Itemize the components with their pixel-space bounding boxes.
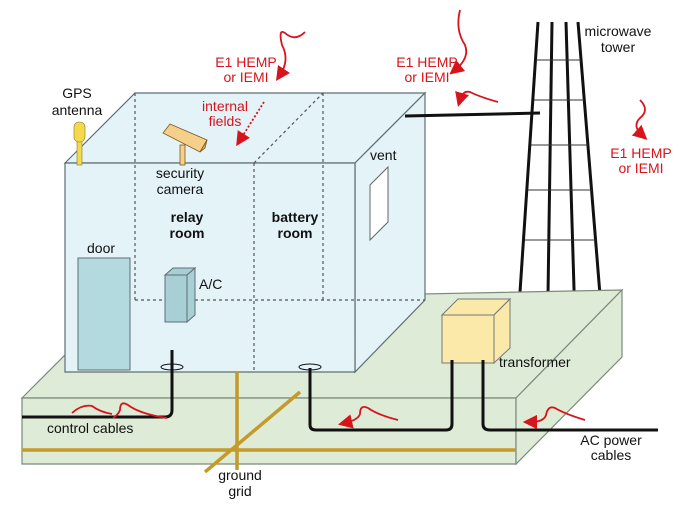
door-label: door: [87, 240, 115, 256]
ground-grid: [22, 372, 516, 474]
threat-waves: [71, 9, 648, 430]
vent-label: vent: [370, 147, 397, 163]
microwave-tower: [516, 21, 602, 323]
transformer-label: transformer: [499, 354, 571, 370]
transformer: [440, 297, 512, 365]
ac-unit: [163, 266, 197, 324]
cable-entries: [160, 363, 322, 371]
control-cables-label: control cables: [47, 420, 133, 436]
vent: [369, 165, 389, 242]
gps-antenna-icon: [73, 121, 86, 166]
ac-label: A/C: [199, 276, 222, 292]
door: [77, 257, 131, 371]
security-camera-icon: [162, 123, 208, 166]
building: [63, 91, 427, 374]
